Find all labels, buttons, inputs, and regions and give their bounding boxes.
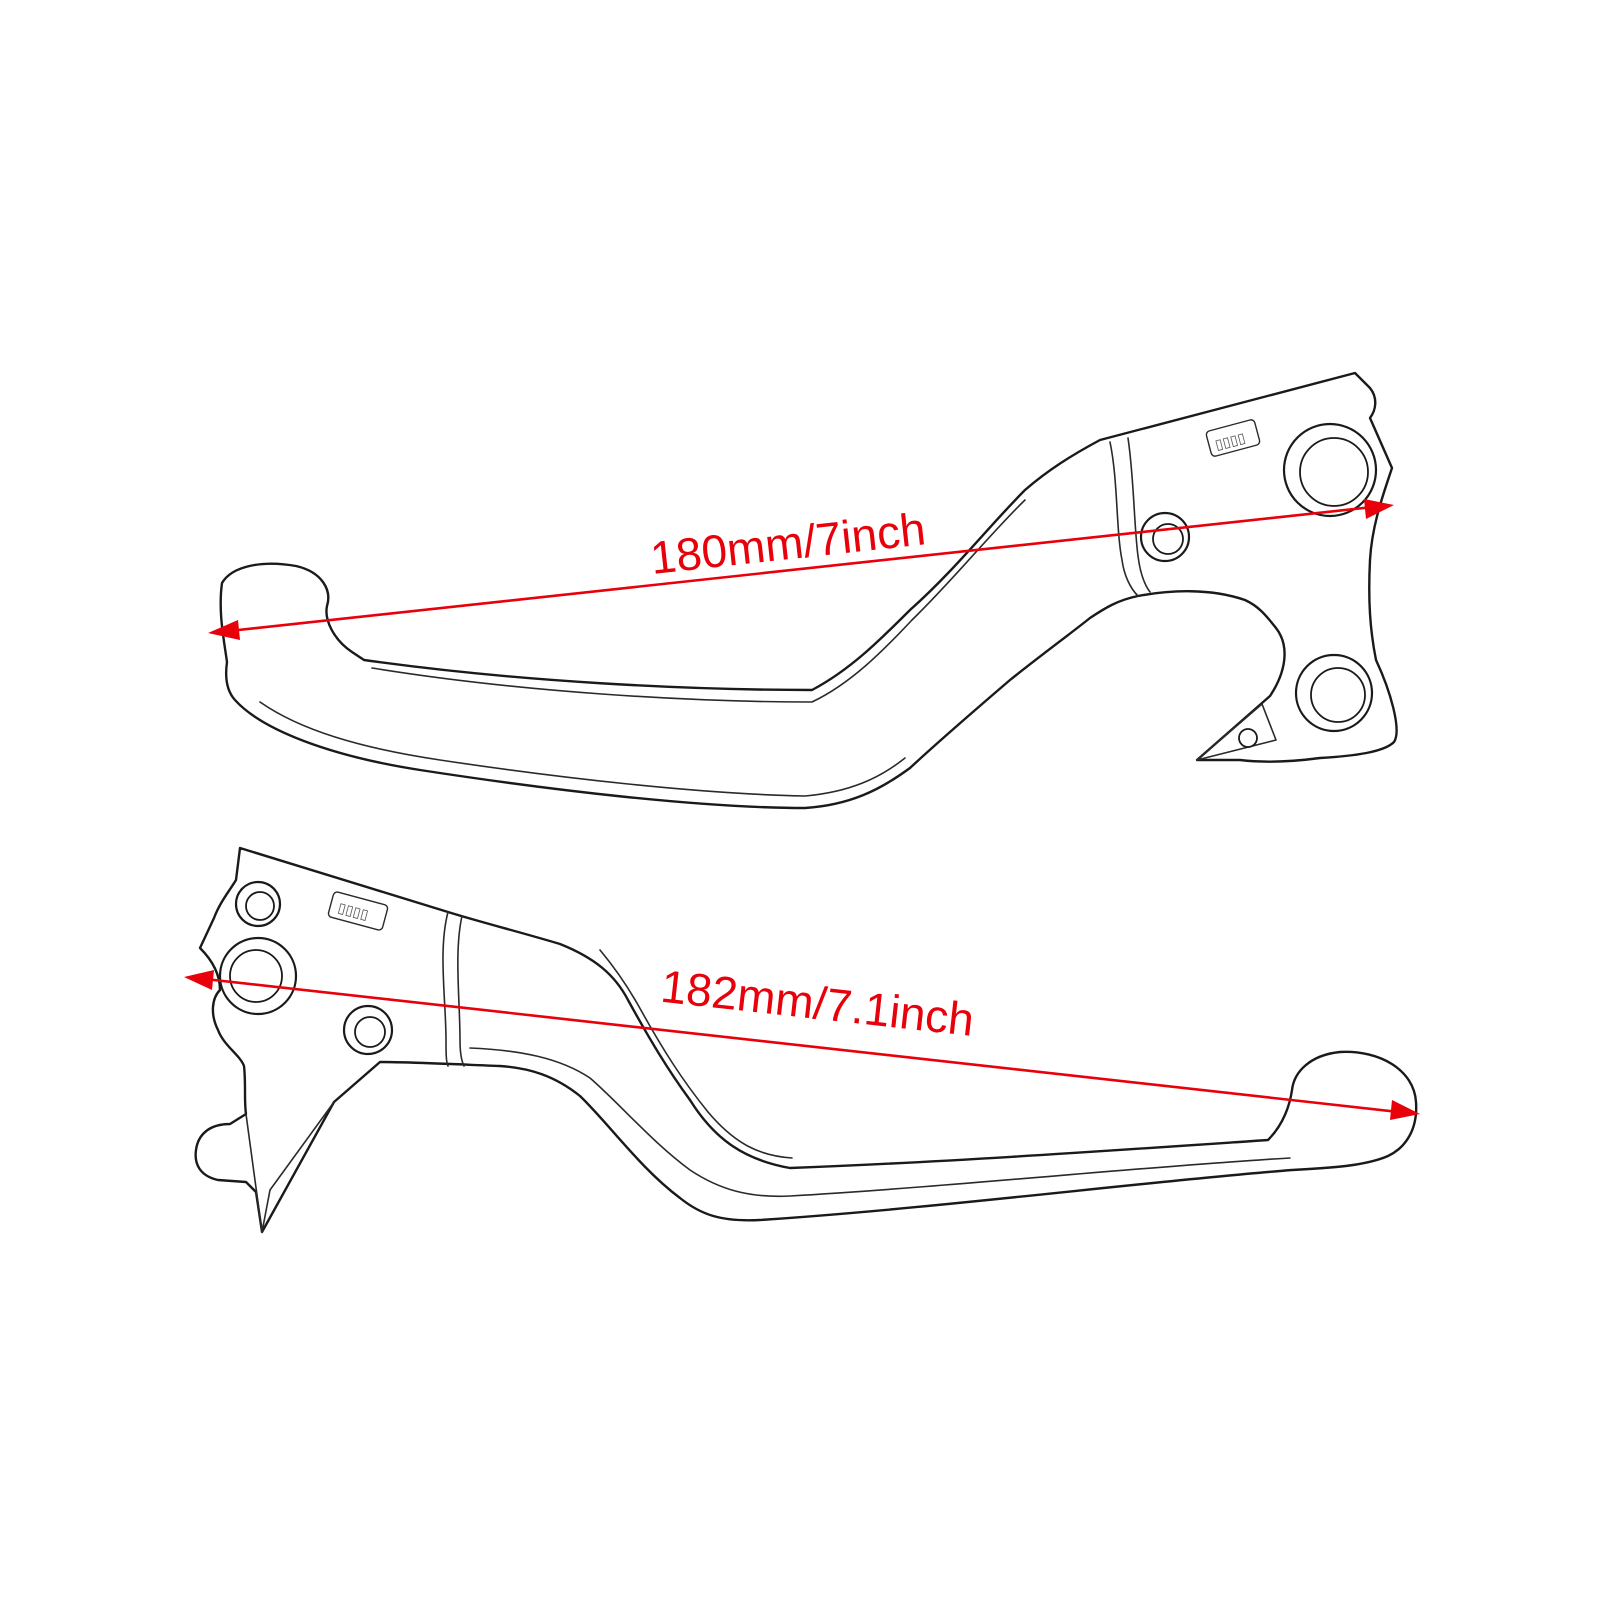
top-lever-lower-hole <box>1310 667 1366 723</box>
bottom-dimension-label: 182mm/7.1inch <box>658 960 976 1046</box>
top-arrowhead-left <box>208 620 240 640</box>
top-lever-small-boss-inner <box>1152 523 1184 555</box>
bottom-lever-band-2 <box>457 915 465 1067</box>
bottom-arrowhead-right <box>1390 1100 1420 1120</box>
top-lever-edge-lower <box>259 701 906 797</box>
top-lever-pivot-hole <box>1299 437 1369 507</box>
bottom-lever-stamp: ▯▯▯▯ <box>327 891 389 931</box>
top-lever-body <box>219 371 1398 810</box>
bottom-lever-tab <box>245 1101 335 1233</box>
bottom-lever-body <box>194 846 1418 1234</box>
top-lever: ▯▯▯▯ <box>219 371 1398 810</box>
top-lever-edge <box>371 499 1026 703</box>
stamp-glyphs: ▯▯▯▯ <box>1213 429 1247 452</box>
stamp-glyphs-2: ▯▯▯▯ <box>336 899 370 922</box>
bottom-lever-edge-upper <box>599 949 793 1159</box>
top-lever-tab <box>1196 703 1277 761</box>
bottom-lever-small-boss-inner <box>354 1016 386 1048</box>
top-lever-band <box>1109 441 1139 597</box>
top-lever-stamp: ▯▯▯▯ <box>1205 419 1261 457</box>
top-dimension-line <box>219 504 1383 634</box>
bottom-lever-edge <box>469 1047 1291 1198</box>
bottom-dimension-line <box>195 976 1409 1115</box>
bottom-lever: ▯▯▯▯ <box>194 846 1418 1234</box>
bottom-arrowhead-left <box>184 970 214 990</box>
top-lever-tab-dot <box>1238 728 1258 748</box>
bottom-lever-top-boss-inner <box>245 891 275 921</box>
top-lever-band-2 <box>1127 437 1151 593</box>
top-arrowhead-right <box>1364 499 1394 519</box>
bottom-lever-pivot-hole <box>229 949 283 1003</box>
bottom-lever-band <box>442 911 449 1067</box>
